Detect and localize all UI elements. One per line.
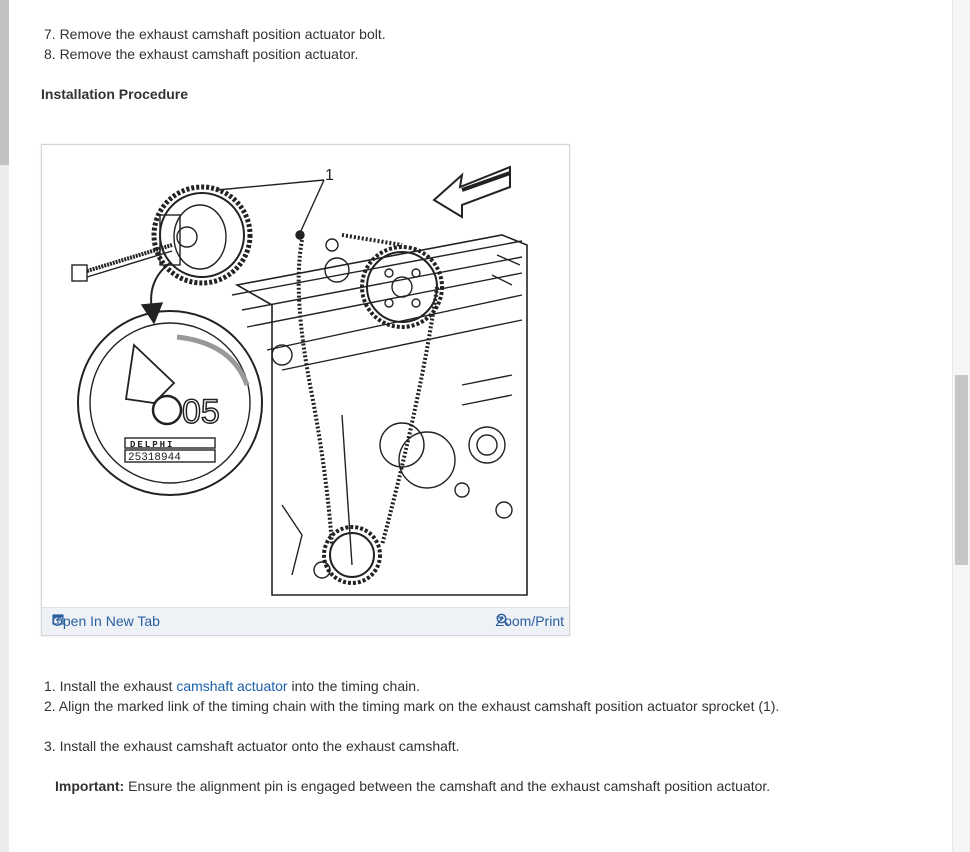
install-step-1-suffix: into the timing chain. [287, 678, 420, 694]
removal-step-8: 8. Remove the exhaust camshaft position … [44, 46, 359, 62]
right-scrollbar-thumb[interactable] [955, 375, 968, 565]
brand-label: DELPHI [130, 440, 174, 450]
right-scrollbar[interactable] [952, 0, 970, 852]
install-step-2: 2. Align the marked link of the timing c… [44, 698, 780, 714]
removal-step-7: 7. Remove the exhaust camshaft position … [44, 26, 386, 42]
part-marking: 05 [182, 393, 220, 431]
camshaft-actuator-link[interactable]: camshaft actuator [176, 678, 288, 694]
engine-illustration[interactable]: 1 05 DELPHI 25318944 [42, 145, 569, 608]
part-number-label: 25318944 [128, 452, 181, 464]
important-text: Ensure the alignment pin is engaged betw… [124, 778, 771, 794]
install-step-1: 1. Install the exhaust camshaft actuator… [44, 677, 420, 695]
important-label: Important: [55, 778, 125, 794]
zoom-magnifier-icon [496, 613, 509, 627]
install-step-1-prefix: 1. Install the exhaust [44, 678, 177, 694]
figure-toolbar: Open In New Tab Zoom/Print [42, 607, 569, 635]
open-new-tab-button[interactable]: Open In New Tab [52, 613, 160, 629]
left-scrollbar[interactable] [0, 0, 9, 852]
open-new-tab-label: Open In New Tab [52, 613, 160, 629]
callout-label: 1 [325, 167, 334, 184]
figure-container: 1 05 DELPHI 25318944 Open In New Tab Zoo… [41, 144, 570, 636]
zoom-print-button[interactable]: Zoom/Print [496, 613, 564, 629]
install-step-3: 3. Install the exhaust camshaft actuator… [44, 738, 460, 754]
left-scrollbar-thumb[interactable] [0, 0, 9, 165]
zoom-print-label: Zoom/Print [495, 613, 564, 629]
open-new-tab-icon [52, 614, 64, 625]
installation-heading: Installation Procedure [41, 86, 189, 102]
important-note: Important: Ensure the alignment pin is e… [55, 777, 770, 795]
